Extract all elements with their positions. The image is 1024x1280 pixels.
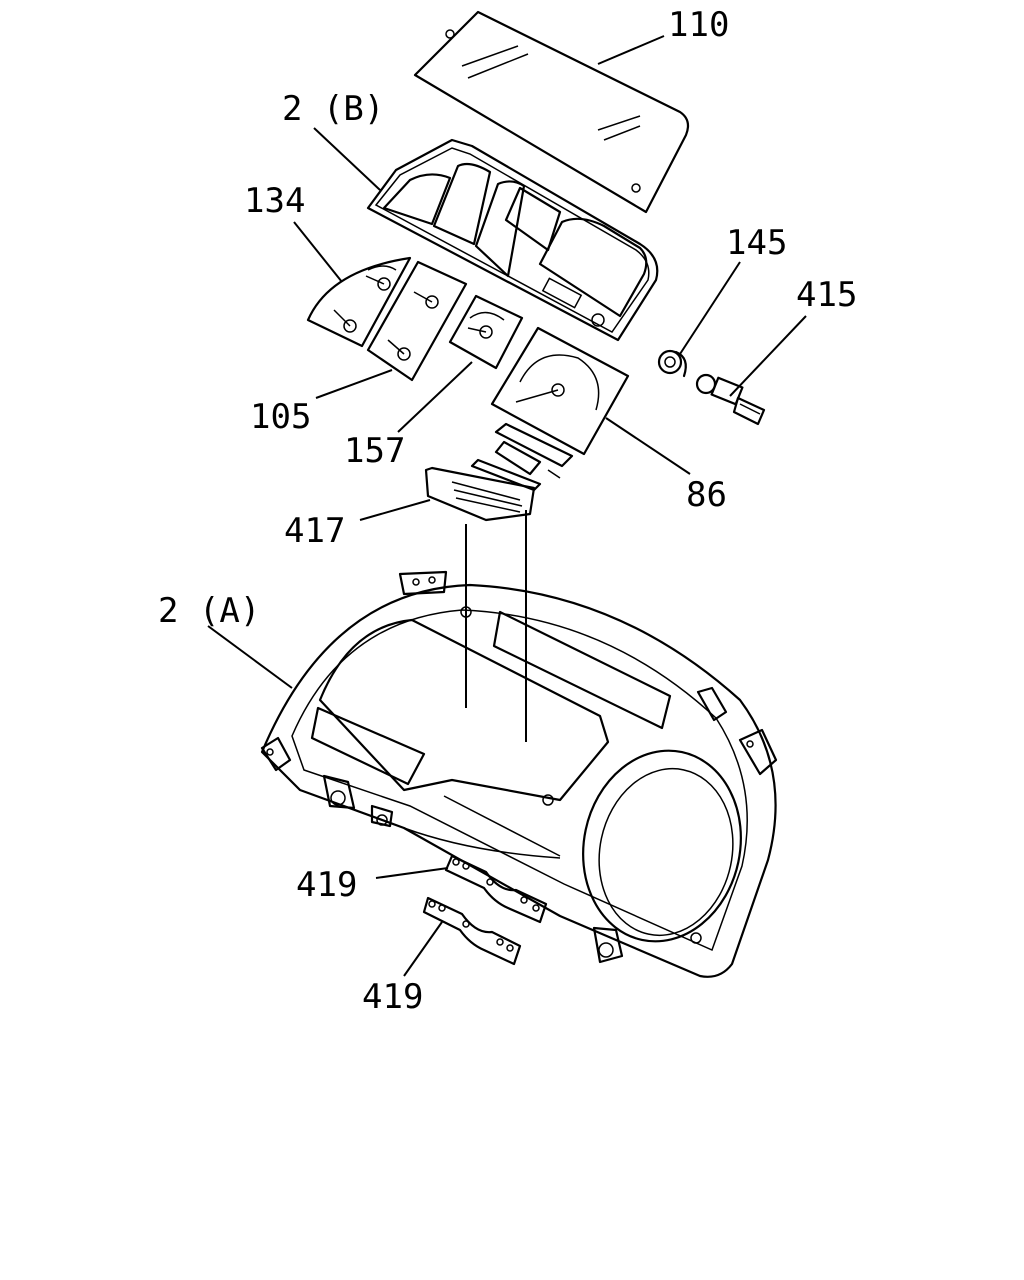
part-145-socket-ring[interactable]	[657, 349, 687, 378]
part-134-left-gauge[interactable]	[306, 256, 412, 348]
leader-419a	[375, 867, 449, 879]
callout-157: 157	[344, 431, 405, 471]
leader-415	[729, 315, 807, 397]
leader-419b	[403, 921, 443, 977]
callout-86: 86	[686, 475, 727, 515]
leader-2b	[313, 127, 381, 191]
part-419-bracket-lower[interactable]	[422, 896, 522, 966]
part-417-connector[interactable]	[424, 458, 542, 522]
callout-134: 134	[244, 181, 305, 221]
callout-110: 110	[668, 5, 729, 45]
part-419-bracket-upper[interactable]	[444, 854, 548, 924]
leader-105	[315, 369, 393, 399]
leader-134	[293, 221, 343, 283]
callout-145: 145	[726, 223, 787, 263]
leader-110	[597, 35, 665, 65]
callout-419a: 419	[296, 865, 357, 905]
callout-2b: 2 (B)	[282, 89, 384, 129]
part-105-twin-gauge[interactable]	[366, 260, 468, 382]
leader-145	[679, 261, 741, 355]
leader-157	[397, 361, 473, 433]
part-157-small-gauge[interactable]	[448, 294, 524, 370]
leader-86	[605, 417, 691, 475]
part-2b-front-bezel[interactable]	[366, 138, 659, 342]
callout-417: 417	[284, 511, 345, 551]
part-2a-housing[interactable]	[260, 570, 778, 978]
callout-105: 105	[250, 397, 311, 437]
part-110-glass-lens[interactable]	[413, 10, 690, 214]
part-415-bulb[interactable]	[695, 373, 766, 426]
callout-419b: 419	[362, 977, 423, 1017]
leader-417	[359, 499, 431, 521]
callout-2a: 2 (A)	[158, 591, 260, 631]
leader-2a	[207, 625, 293, 689]
part-86-speedometer[interactable]	[490, 326, 630, 479]
callout-415: 415	[796, 275, 857, 315]
